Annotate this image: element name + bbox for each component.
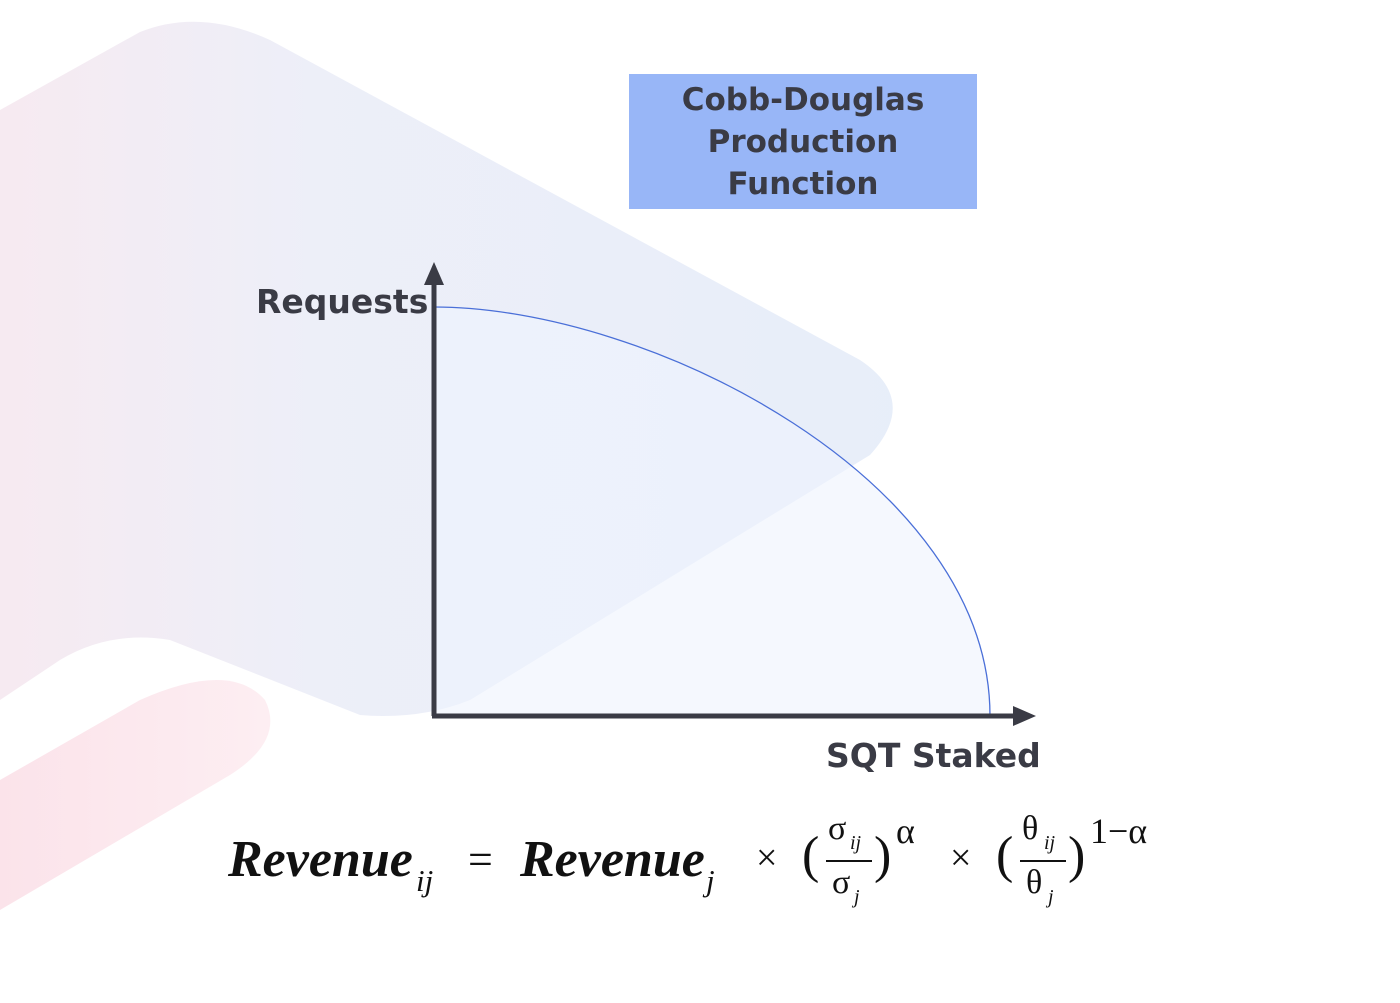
formula-times-2: × [950, 837, 972, 879]
x-axis-label: SQT Staked [826, 736, 1041, 775]
title-box: Cobb-Douglas Production Function [629, 74, 977, 209]
sigma-numerator: σ [828, 810, 847, 847]
formula-lparen-1: ( [802, 827, 820, 884]
formula-rparen-2: ) [1068, 827, 1086, 884]
theta-denominator: θ [1026, 864, 1043, 901]
sigma-numerator-sub: ij [850, 832, 862, 854]
formula-lhs: Revenue [228, 831, 413, 888]
revenue-formula: Revenue ij = Revenue j × ( σ ij σ j ) α … [228, 808, 1188, 918]
formula-equals: = [468, 835, 493, 884]
fraction-line-1 [826, 860, 872, 862]
title-line-1: Cobb-Douglas [681, 81, 925, 118]
formula-times-1: × [756, 837, 778, 879]
theta-denominator-sub: j [1048, 886, 1054, 908]
sigma-denominator: σ [832, 864, 851, 901]
fraction-line-2 [1020, 860, 1066, 862]
accent-shape [0, 680, 271, 910]
theta-numerator: θ [1022, 810, 1039, 847]
x-axis-arrow-icon [1013, 706, 1036, 726]
production-area [434, 307, 990, 716]
title-line-2: Production Function [707, 123, 899, 202]
y-axis-label: Requests [256, 282, 429, 321]
formula-rhs-sub: j [706, 863, 715, 898]
formula-lhs-sub: ij [416, 863, 434, 898]
formula-rparen-1: ) [874, 827, 892, 884]
formula-lparen-2: ( [996, 827, 1014, 884]
y-axis-arrow-icon [424, 262, 444, 285]
sigma-denominator-sub: j [854, 886, 860, 908]
formula-exponent-2: 1−α [1090, 811, 1148, 851]
production-curve [433, 306, 991, 717]
formula-exponent-1: α [896, 811, 915, 851]
formula-rhs: Revenue [520, 831, 705, 888]
theta-numerator-sub: ij [1044, 832, 1056, 854]
